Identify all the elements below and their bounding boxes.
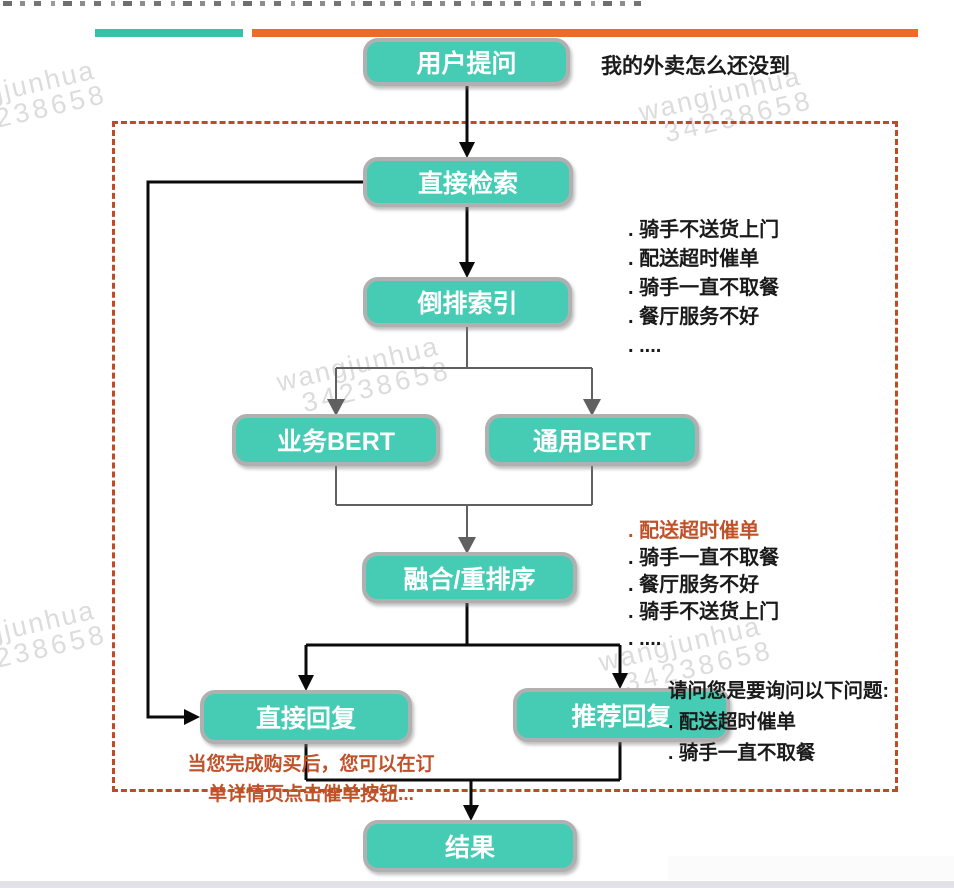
orange-accent-bar	[252, 29, 918, 37]
node-direct-search: 直接检索	[363, 157, 573, 207]
gray-connectors	[335, 327, 593, 538]
node-user-question: 用户提问	[363, 38, 570, 86]
clipped-text-row	[3, 1, 641, 6]
list-item: . ....	[628, 628, 662, 650]
node-business-bert-label: 业务BERT	[276, 428, 396, 456]
list-item: . 骑手一直不取餐	[628, 277, 780, 299]
reranked-candidates-list: . 配送超时催单 . 骑手一直不取餐 . 餐厅服务不好 . 骑手不送货上门 . …	[628, 518, 779, 653]
list-item: . 餐厅服务不好	[628, 306, 760, 328]
list-item-highlighted: . 配送超时催单	[628, 520, 760, 542]
list-item: . ....	[628, 335, 662, 357]
list-item: . 配送超时催单	[628, 248, 760, 270]
bottom-faint-rect	[668, 856, 954, 880]
direct-reply-note-line1: 当您完成购买后，您可以在订	[187, 754, 435, 775]
node-recommend-reply-label: 推荐回复	[571, 703, 672, 731]
list-item: . 餐厅服务不好	[628, 574, 760, 596]
recall-candidates-list: . 骑手不送货上门 . 配送超时催单 . 骑手一直不取餐 . 餐厅服务不好 . …	[628, 216, 779, 361]
gray-arrowheads	[327, 399, 601, 554]
node-user-question-label: 用户提问	[416, 50, 517, 78]
recommend-note-title: 请问您是要询问以下问题:	[668, 680, 889, 702]
node-inverted-index-label: 倒排索引	[417, 290, 518, 318]
node-result: 结果	[363, 820, 577, 872]
node-general-bert-label: 通用BERT	[532, 428, 652, 456]
bottom-edge-strip	[0, 881, 954, 888]
node-fusion-rerank: 融合/重排序	[362, 552, 577, 603]
node-direct-reply-label: 直接回复	[255, 705, 356, 733]
node-result-label: 结果	[444, 834, 495, 862]
black-arrowheads	[184, 142, 628, 821]
teal-accent-bar	[95, 29, 243, 37]
list-item: . 骑手一直不取餐	[628, 547, 780, 569]
node-fusion-rerank-label: 融合/重排序	[403, 565, 536, 594]
list-item: . 骑手不送货上门	[628, 219, 780, 241]
direct-reply-note: 当您完成购买后，您可以在订 单详情页点击催单按钮...	[183, 750, 439, 810]
node-business-bert: 业务BERT	[232, 414, 440, 466]
direct-reply-note-line2: 单详情页点击催单按钮...	[208, 784, 414, 805]
node-direct-reply: 直接回复	[200, 690, 412, 744]
recommend-reply-note: 请问您是要询问以下问题: . 配送超时催单 . 骑手一直不取餐	[668, 676, 889, 769]
dashed-boundary-box	[112, 121, 898, 792]
list-item: . 骑手一直不取餐	[668, 742, 816, 764]
black-connectors	[146, 86, 622, 806]
user-query-example: 我的外卖怎么还没到	[601, 55, 790, 78]
node-direct-search-label: 直接检索	[417, 170, 518, 198]
list-item: . 骑手不送货上门	[628, 601, 780, 623]
list-item: . 配送超时催单	[668, 711, 796, 733]
node-recommend-reply: 推荐回复	[513, 688, 730, 742]
node-general-bert: 通用BERT	[485, 414, 699, 466]
node-inverted-index: 倒排索引	[363, 277, 572, 327]
